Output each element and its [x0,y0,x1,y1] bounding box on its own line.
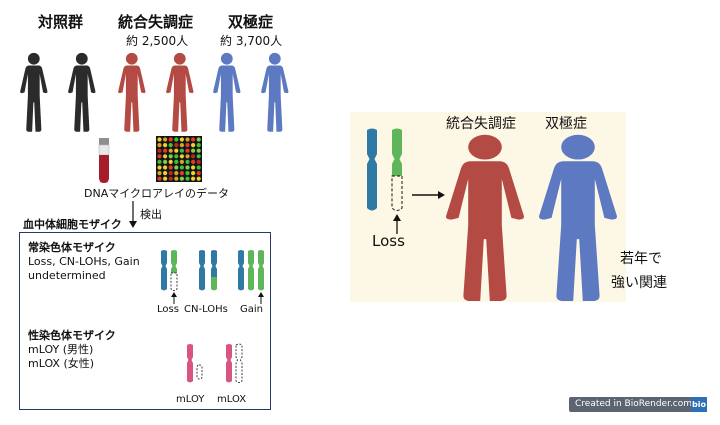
dna-microarray-icon [156,136,202,182]
created-in-text: Created in BioRender.com [575,399,693,409]
mosaic-title: 血中体細胞モザイク [23,218,122,231]
control-group-label: 対照群 [38,13,84,31]
schizophrenia-figure-large [446,134,524,301]
sex-mlox: mLOX (女性) [28,357,95,370]
bipolar-figures [213,52,289,132]
chr-label-gain: Gain [240,304,263,315]
schizophrenia-figures [118,52,194,132]
biorender-badge[interactable]: Created in BioRender.com bio [569,397,707,412]
association-line1: 若年で [620,251,662,267]
biorender-logo: bio [691,397,707,412]
sex-mloy: mLOY (男性) [28,343,94,356]
association-line2: 強い関連 [611,275,667,291]
schizophrenia-label: 統合失調症 [118,13,194,31]
detect-label: 検出 [140,208,162,221]
bipolar-label: 双極症 [228,13,274,31]
autosomal-undetermined: undetermined [28,269,106,282]
bipolar-count: 約 3,700人 [220,34,283,48]
right-schizophrenia-label: 統合失調症 [446,116,516,132]
chr-label-cnloh: CN-LOHs [184,304,228,315]
blood-tube-icon [98,138,110,183]
sex-label-mloy: mLOY [176,394,205,405]
schizophrenia-count: 約 2,500人 [126,34,189,48]
down-arrow-icon [129,201,137,228]
autosomal-chromosomes [161,250,264,304]
loss-label: Loss [372,232,405,250]
sex-chromosomes [187,343,243,383]
microarray-label: DNAマイクロアレイのデータ [84,187,230,200]
control-figures [20,52,96,132]
autosomal-title: 常染色体モザイク [28,241,116,254]
mosaic-box: 常染色体モザイク Loss, CN-LOHs, Gain undetermine… [19,232,271,410]
right-bipolar-label: 双極症 [545,116,587,132]
sex-label-mlox: mLOX [217,394,247,405]
chr-label-loss: Loss [157,304,179,315]
loss-up-arrow-icon [393,214,401,234]
sex-chromosome-title: 性染色体モザイク [28,329,116,342]
right-arrow-icon [412,191,445,199]
loss-chromosome-pair [367,128,403,211]
autosomal-types: Loss, CN-LOHs, Gain [28,255,140,268]
